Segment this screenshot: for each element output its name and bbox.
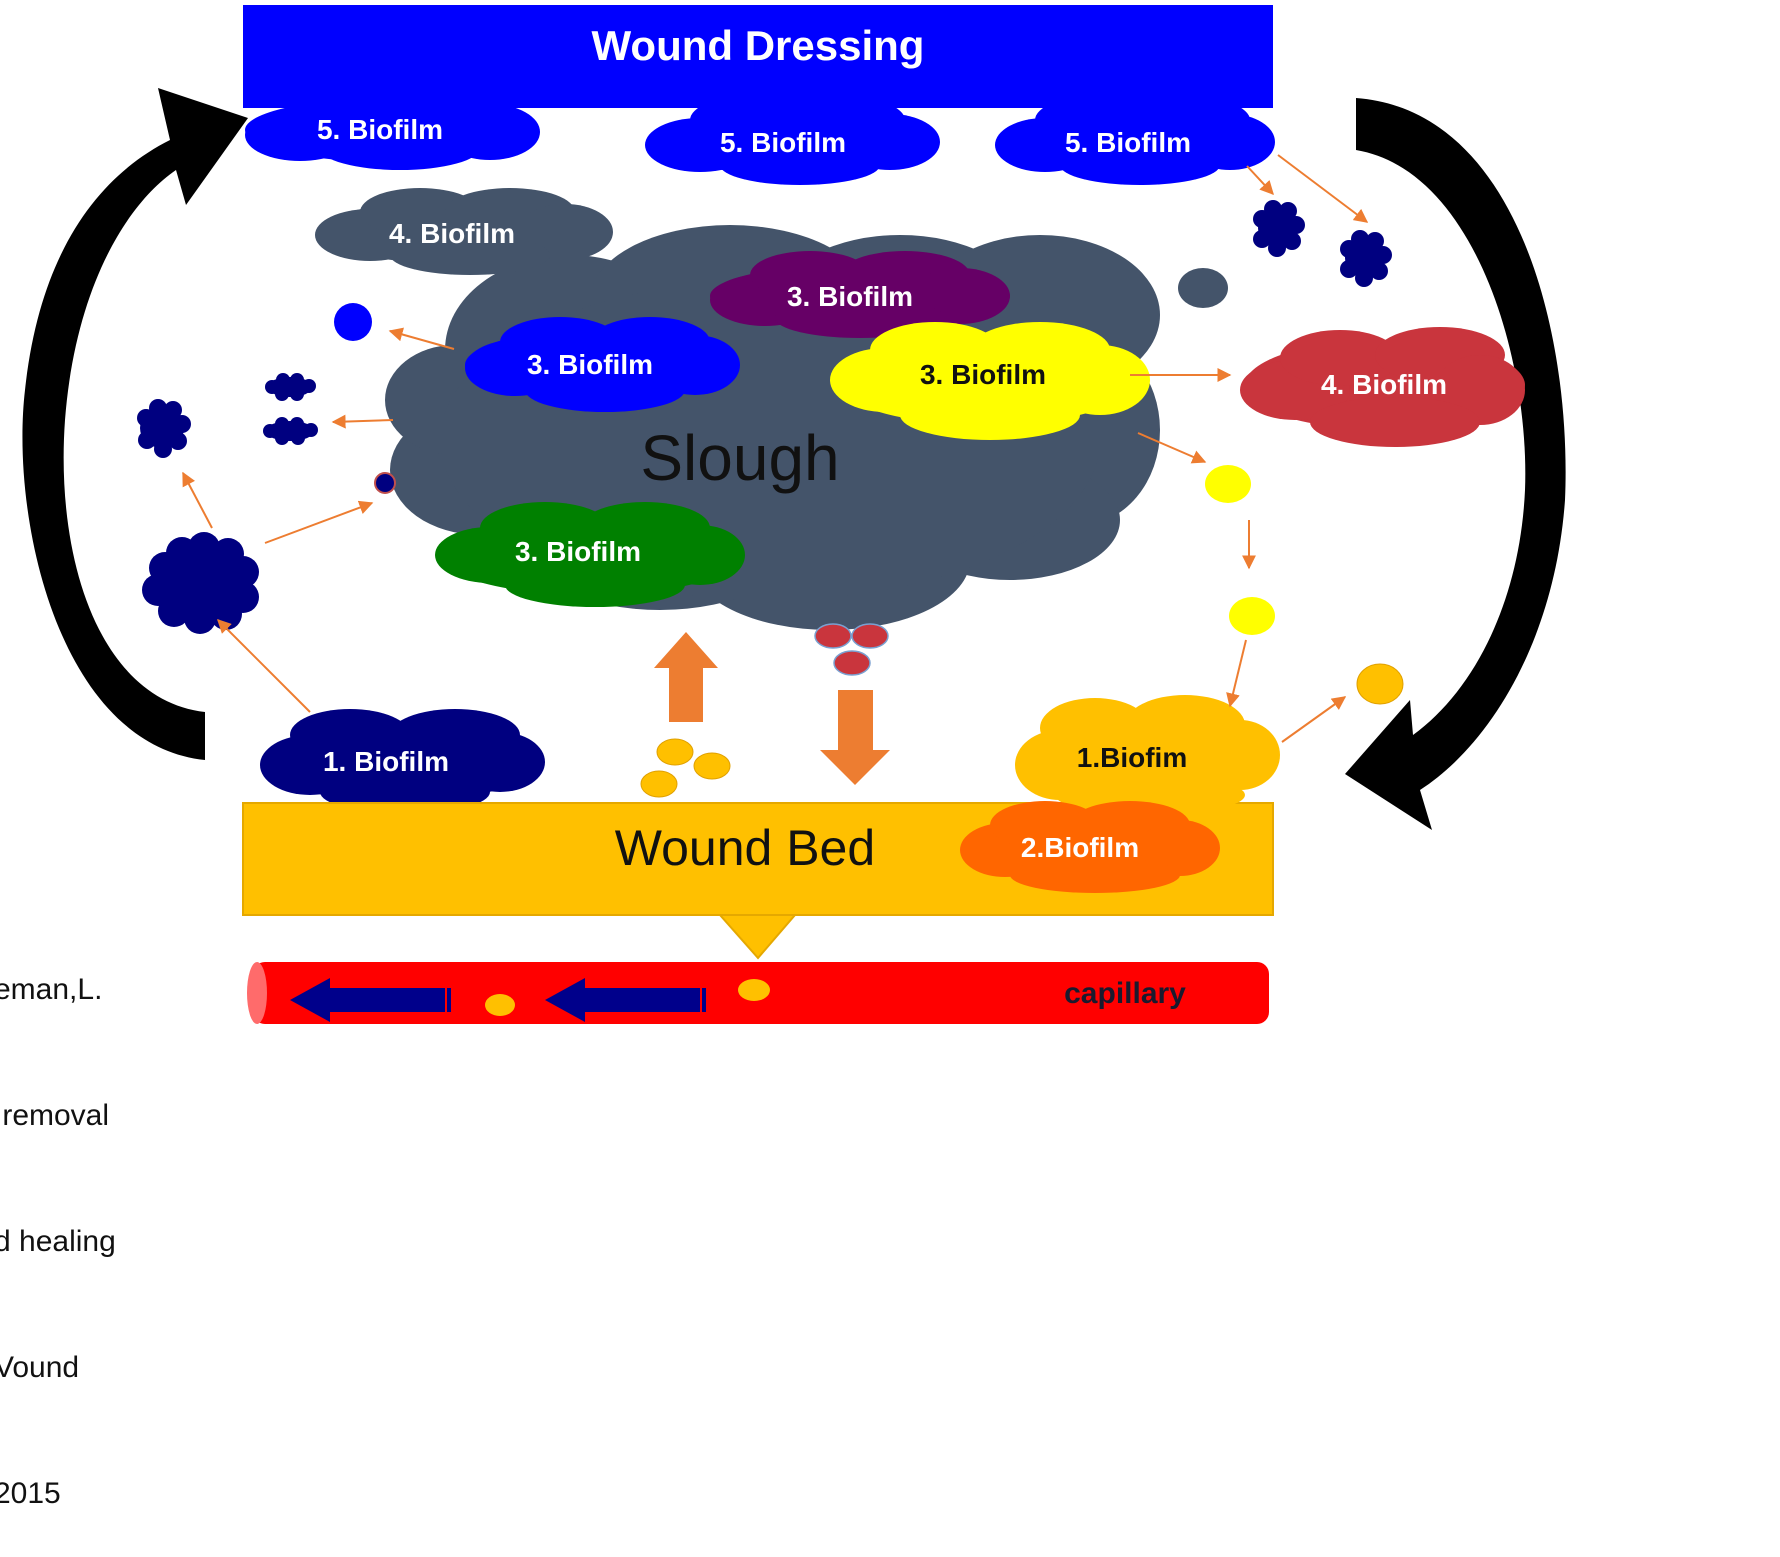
gold-cell-right	[1357, 664, 1403, 704]
bacteria-cluster-right-a	[1253, 200, 1305, 257]
bacteria-cluster-small-left	[137, 399, 191, 458]
citation-line: removal	[0, 1095, 254, 1137]
bacteria-cluster-flat-top	[265, 373, 316, 401]
slough-label: Slough	[640, 422, 839, 494]
block-arrow-down-icon	[820, 690, 890, 785]
biofilm-5-center-label: 5. Biofilm	[720, 127, 846, 158]
right-cycle-arrow-icon	[1345, 98, 1566, 830]
citation-line: d healing	[0, 1221, 254, 1263]
blue-cell	[334, 303, 372, 341]
biofilm-1-navy-label: 1. Biofilm	[323, 746, 449, 777]
bacteria-cluster-flat-bottom	[263, 417, 318, 445]
biofilm-1-gold-label: 1.Biofim	[1077, 742, 1187, 773]
citation-line: eman,L.	[0, 969, 254, 1011]
biofilm-3-purple-label: 3. Biofilm	[787, 281, 913, 312]
biofilm-4-grey-label: 4. Biofilm	[389, 218, 515, 249]
biofilm-diagram: Wound Dressing Slough 5. Biofilm 5. Bio	[0, 0, 1780, 1168]
capillary-cell-left	[485, 994, 515, 1016]
biofilm-4-red-label: 4. Biofilm	[1321, 369, 1447, 400]
yellow-cell-bottom	[1229, 597, 1275, 635]
biofilm-3-blue-label: 3. Biofilm	[527, 349, 653, 380]
left-cycle-arrow-icon	[22, 88, 248, 760]
wound-bed-label: Wound Bed	[615, 820, 875, 876]
citation-line: Vound	[0, 1347, 254, 1389]
citation: eman,L. removal d healing Vound 2015	[0, 885, 254, 1557]
block-arrow-up-icon	[654, 632, 718, 722]
biofilm-3-green-label: 3. Biofilm	[515, 536, 641, 567]
biofilm-5-left-label: 5. Biofilm	[317, 114, 443, 145]
biofilm-5-right-label: 5. Biofilm	[1065, 127, 1191, 158]
wound-bed-down-arrow-icon	[720, 915, 795, 958]
bacteria-cluster-large	[142, 532, 259, 634]
wound-dressing: Wound Dressing	[243, 5, 1273, 108]
yellow-cell-top	[1205, 465, 1251, 503]
capillary-label: capillary	[1064, 977, 1186, 1010]
flow-arrow-right-tail-icon	[702, 988, 706, 1012]
citation-line: 2015	[0, 1473, 254, 1515]
grey-cell	[1178, 268, 1228, 308]
gold-cells	[641, 739, 730, 797]
wound-dressing-label: Wound Dressing	[592, 22, 925, 69]
capillary-cell-right	[738, 979, 770, 1001]
biofilm-2-orange-label: 2.Biofilm	[1021, 832, 1139, 863]
biofilm-3-yellow-label: 3. Biofilm	[920, 359, 1046, 390]
red-blood-cells	[815, 624, 888, 675]
navy-cell-small	[375, 473, 395, 493]
bacteria-cluster-right-b	[1340, 230, 1392, 287]
flow-arrow-left-tail-icon	[447, 988, 451, 1012]
